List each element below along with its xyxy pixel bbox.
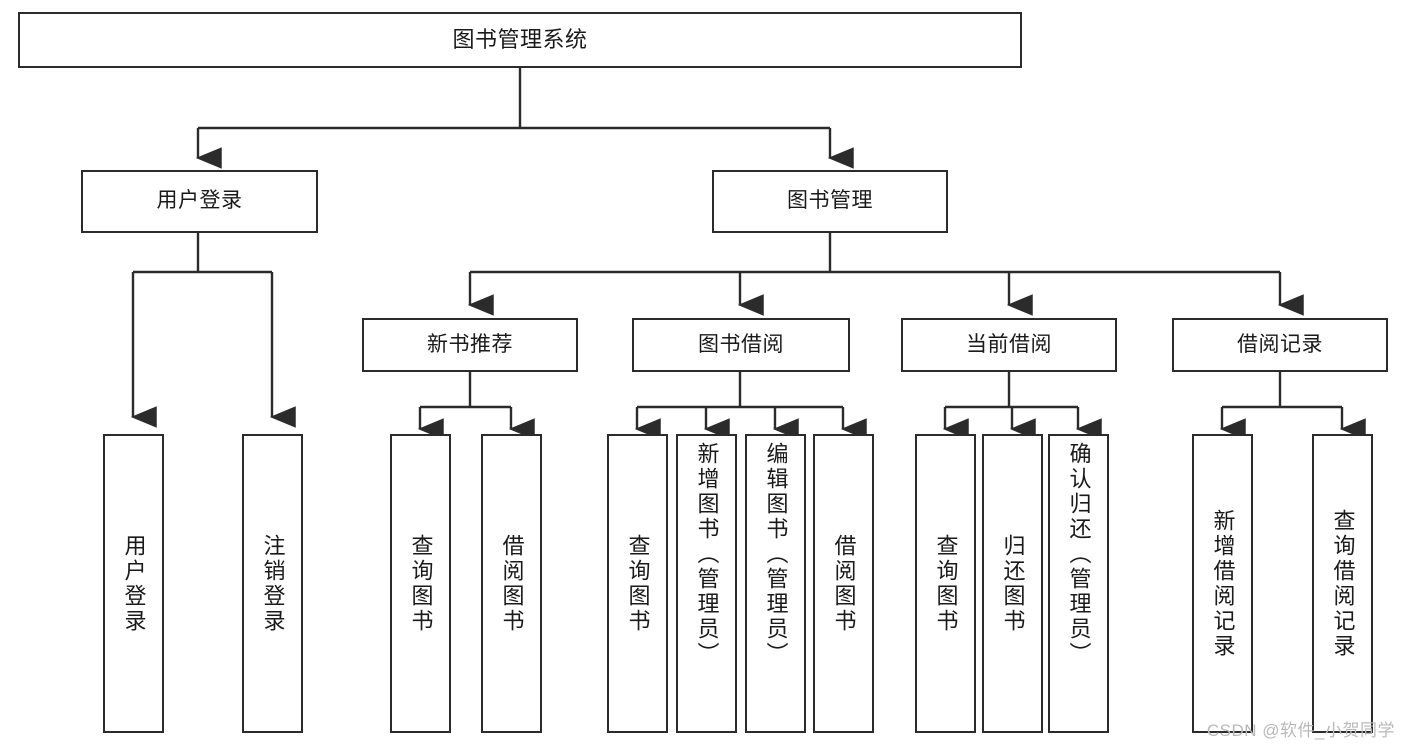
node-root-label: 图书管理系统 <box>452 27 588 53</box>
node-book-management-label: 图书管理 <box>787 189 873 213</box>
leaf-book-borrow-add-label: 新增图书（管理员） <box>694 442 720 667</box>
leaf-current-borrow-confirm-label: 确认归还（管理员） <box>1066 442 1092 667</box>
node-borrow-record[interactable]: 借阅记录 <box>1172 318 1388 372</box>
node-new-book-recommend-label: 新书推荐 <box>427 332 513 356</box>
leaf-new-book-borrow-label: 借阅图书 <box>499 533 525 634</box>
leaf-borrow-record-query-label: 查询借阅记录 <box>1330 508 1356 659</box>
leaf-new-book-query[interactable]: 查询图书 <box>390 434 451 733</box>
node-user-login-label: 用户登录 <box>156 189 243 213</box>
node-root[interactable]: 图书管理系统 <box>18 12 1022 68</box>
node-book-borrow[interactable]: 图书借阅 <box>632 318 850 372</box>
node-new-book-recommend[interactable]: 新书推荐 <box>362 318 578 372</box>
leaf-current-borrow-query-label: 查询图书 <box>933 533 959 634</box>
leaf-current-borrow-query[interactable]: 查询图书 <box>915 434 976 733</box>
leaf-borrow-record-add-label: 新增借阅记录 <box>1210 508 1236 659</box>
leaf-book-borrow-add[interactable]: 新增图书（管理员） <box>676 434 737 733</box>
leaf-book-borrow-borrow-label: 借阅图书 <box>831 533 857 634</box>
leaf-borrow-record-query[interactable]: 查询借阅记录 <box>1312 434 1373 733</box>
node-book-management[interactable]: 图书管理 <box>712 170 948 233</box>
node-current-borrow-label: 当前借阅 <box>966 332 1052 356</box>
leaf-current-borrow-return-label: 归还图书 <box>1000 533 1026 634</box>
leaf-user-login-logout-label: 注销登录 <box>260 533 286 634</box>
leaf-book-borrow-query[interactable]: 查询图书 <box>607 434 668 733</box>
node-borrow-record-label: 借阅记录 <box>1237 332 1323 356</box>
node-current-borrow[interactable]: 当前借阅 <box>901 318 1117 372</box>
leaf-book-borrow-query-label: 查询图书 <box>625 533 651 634</box>
node-user-login[interactable]: 用户登录 <box>81 170 318 233</box>
leaf-user-login-login[interactable]: 用户登录 <box>103 434 164 733</box>
leaf-borrow-record-add[interactable]: 新增借阅记录 <box>1192 434 1253 733</box>
leaf-current-borrow-confirm[interactable]: 确认归还（管理员） <box>1048 434 1109 733</box>
node-book-borrow-label: 图书借阅 <box>698 332 784 356</box>
leaf-current-borrow-return[interactable]: 归还图书 <box>982 434 1043 733</box>
leaf-book-borrow-borrow[interactable]: 借阅图书 <box>813 434 874 733</box>
leaf-book-borrow-edit[interactable]: 编辑图书（管理员） <box>745 434 806 733</box>
watermark: CSDN @软件_小贺同学 <box>1206 721 1395 740</box>
leaf-user-login-login-label: 用户登录 <box>121 533 147 634</box>
leaf-new-book-borrow[interactable]: 借阅图书 <box>481 434 542 733</box>
leaf-user-login-logout[interactable]: 注销登录 <box>242 434 303 733</box>
leaf-book-borrow-edit-label: 编辑图书（管理员） <box>763 442 789 667</box>
leaf-new-book-query-label: 查询图书 <box>408 533 434 634</box>
